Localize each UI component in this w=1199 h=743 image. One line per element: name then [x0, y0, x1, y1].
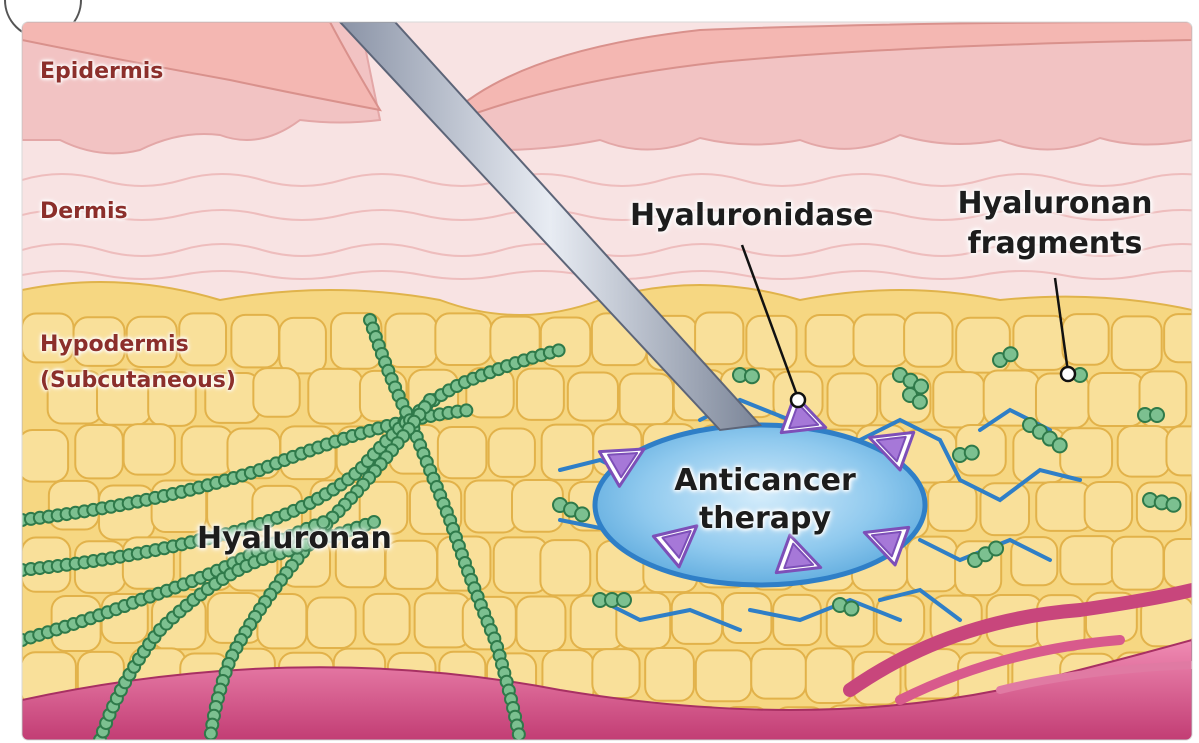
fat-cell	[307, 598, 355, 648]
fat-cell	[1085, 482, 1132, 531]
dermis-label: Dermis	[40, 198, 128, 226]
hyaluronan-bead	[460, 404, 472, 416]
fragment-bead	[1053, 438, 1067, 452]
hyaluronidase-label: Hyaluronidase	[630, 198, 874, 234]
fat-cell	[385, 314, 437, 367]
fat-cell	[933, 372, 984, 427]
fat-cell	[435, 313, 491, 365]
fragment-bead	[913, 395, 927, 409]
fragment-bead	[617, 593, 631, 607]
anticancer-label-line1: Anticancer	[660, 463, 870, 499]
fat-cell	[592, 649, 639, 698]
fat-cell	[828, 373, 878, 425]
fragment-bead	[1150, 408, 1164, 422]
fragment-bead	[575, 507, 589, 521]
fat-cell	[1112, 537, 1164, 590]
hyaluronidase-callout-dot	[791, 393, 805, 407]
fat-cell	[1088, 373, 1144, 426]
fat-cell	[364, 594, 410, 645]
fat-cell	[928, 482, 976, 531]
fragment-bead	[1004, 347, 1018, 361]
hyaluronan-bead	[513, 728, 525, 740]
fat-cell	[1013, 316, 1068, 370]
fat-cell	[540, 540, 590, 595]
fragment-bead	[965, 446, 979, 460]
fat-cell	[231, 315, 279, 367]
epidermis-label: Epidermis	[40, 58, 163, 86]
fat-cell	[517, 369, 564, 420]
fat-cell	[1060, 428, 1112, 477]
fragment-bead	[745, 369, 759, 383]
hyaluronan-label: Hyaluronan	[197, 521, 392, 557]
hypodermis-label: Hypodermis	[40, 331, 189, 359]
anticancer-label-line2: therapy	[660, 501, 870, 537]
fat-cell	[1060, 536, 1116, 584]
fat-cell	[806, 315, 855, 367]
fat-cell	[723, 593, 772, 643]
fat-cell	[124, 424, 175, 475]
fat-cell	[75, 425, 123, 478]
fragments-label-line2: fragments	[950, 226, 1160, 262]
fat-cell	[568, 373, 618, 421]
fat-cell	[620, 374, 673, 425]
fat-cell	[1062, 314, 1108, 365]
hyaluronan-bead	[205, 728, 217, 740]
fat-cell	[516, 597, 565, 651]
fat-cell	[386, 541, 437, 589]
fat-cell	[18, 430, 68, 482]
hyaluronan-bead	[553, 344, 565, 356]
fat-cell	[695, 313, 743, 365]
fragment-bead	[844, 602, 858, 616]
fat-cell	[645, 648, 694, 701]
fat-cell	[1118, 426, 1170, 477]
fat-cell	[308, 369, 362, 424]
fat-cell	[465, 481, 518, 533]
fragments-label-line1: Hyaluronan	[950, 186, 1160, 222]
fat-cell	[279, 318, 326, 374]
subcutaneous-label: (Subcutaneous)	[40, 367, 236, 395]
fat-cell	[1112, 316, 1162, 369]
fat-cell	[904, 313, 952, 367]
fat-cell	[854, 315, 908, 367]
fat-cell	[489, 428, 535, 476]
fat-cell	[438, 427, 487, 478]
fat-cell	[696, 650, 751, 701]
fragments-callout-dot	[1061, 367, 1075, 381]
fat-cell	[253, 368, 299, 417]
fragment-bead	[989, 541, 1003, 555]
fat-cell	[1036, 482, 1091, 531]
fat-cell	[542, 425, 594, 480]
fat-cell	[751, 649, 806, 699]
fat-cell	[182, 426, 233, 474]
fragment-bead	[1167, 498, 1181, 512]
fat-cell	[980, 483, 1029, 535]
